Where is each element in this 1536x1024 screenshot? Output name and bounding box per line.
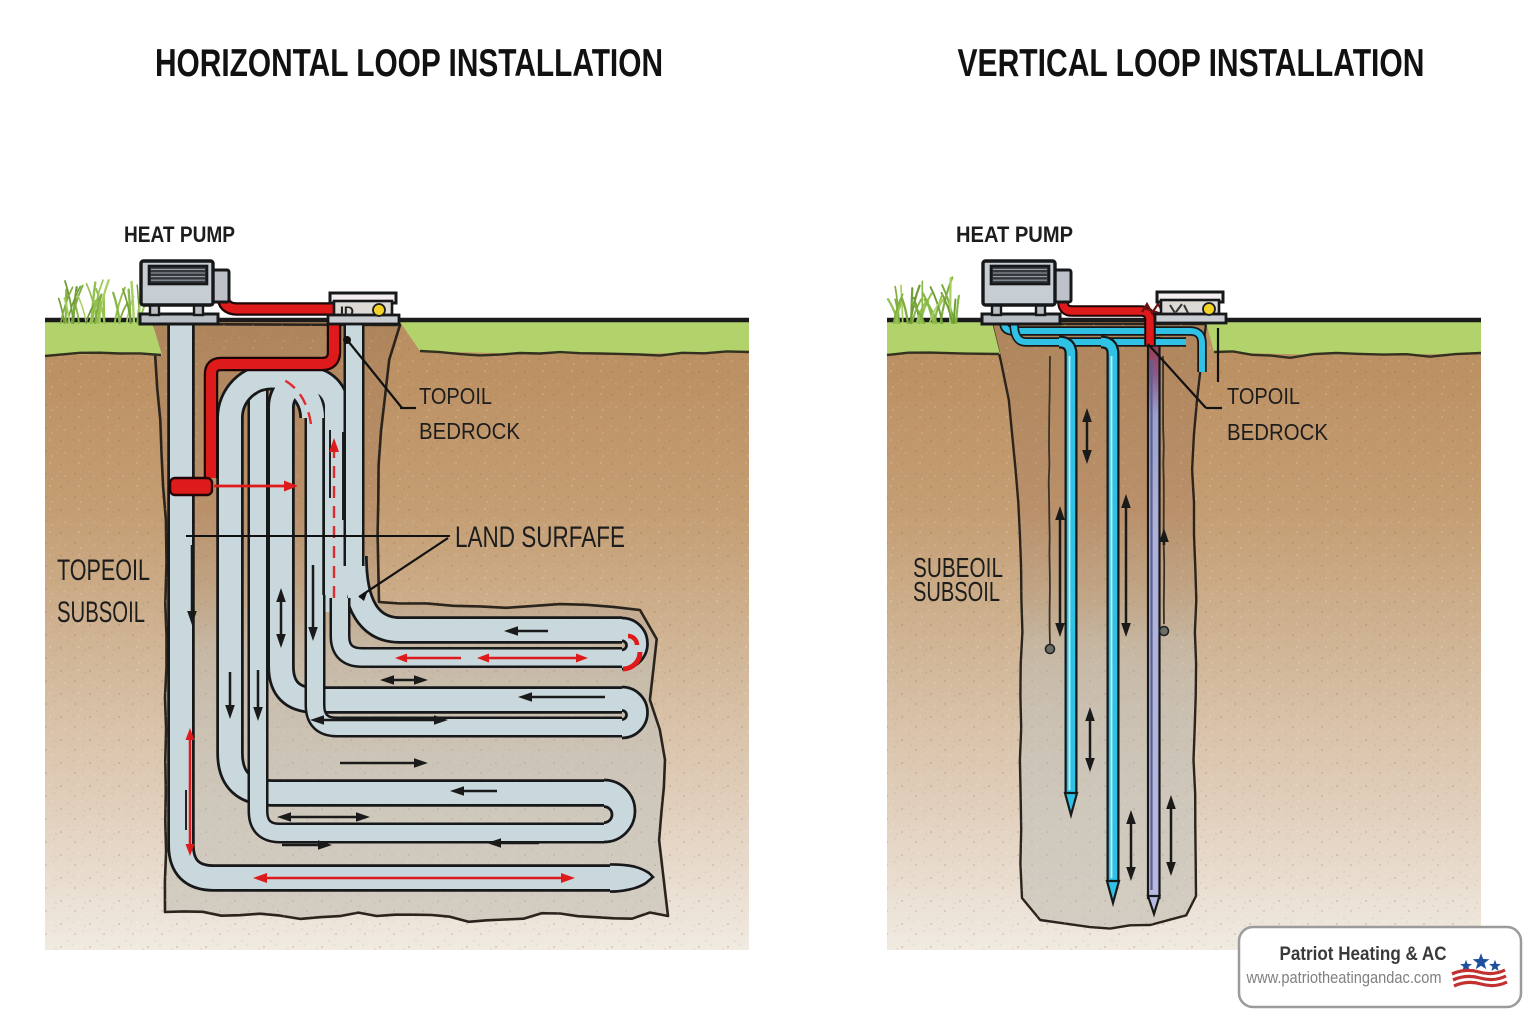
svg-text:ID: ID <box>340 303 354 319</box>
svg-text:TOPEOIL: TOPEOIL <box>57 554 150 587</box>
svg-text:LAND SURFAFE: LAND SURFAFE <box>455 521 625 554</box>
svg-text:Patriot Heating & AC: Patriot Heating & AC <box>1280 944 1447 965</box>
svg-text:TOPOIL: TOPOIL <box>419 383 492 409</box>
svg-text:SUBEOIL: SUBEOIL <box>913 552 1003 583</box>
svg-text:HEAT PUMP: HEAT PUMP <box>956 222 1073 247</box>
svg-text:HORIZONTAL LOOP INSTALLATION: HORIZONTAL LOOP INSTALLATION <box>155 42 663 85</box>
svg-text:TOPOIL: TOPOIL <box>1227 383 1300 409</box>
svg-text:SUBSOIL: SUBSOIL <box>57 596 145 629</box>
svg-text:www.patriotheatingandac.com: www.patriotheatingandac.com <box>1246 968 1442 987</box>
svg-text:VERTICAL LOOP INSTALLATION: VERTICAL LOOP INSTALLATION <box>958 42 1425 85</box>
svg-text:SUBSOIL: SUBSOIL <box>913 576 1000 607</box>
svg-text:HEAT PUMP: HEAT PUMP <box>124 222 235 247</box>
svg-text:BEDROCK: BEDROCK <box>419 418 521 444</box>
svg-text:BEDROCK: BEDROCK <box>1227 419 1329 445</box>
